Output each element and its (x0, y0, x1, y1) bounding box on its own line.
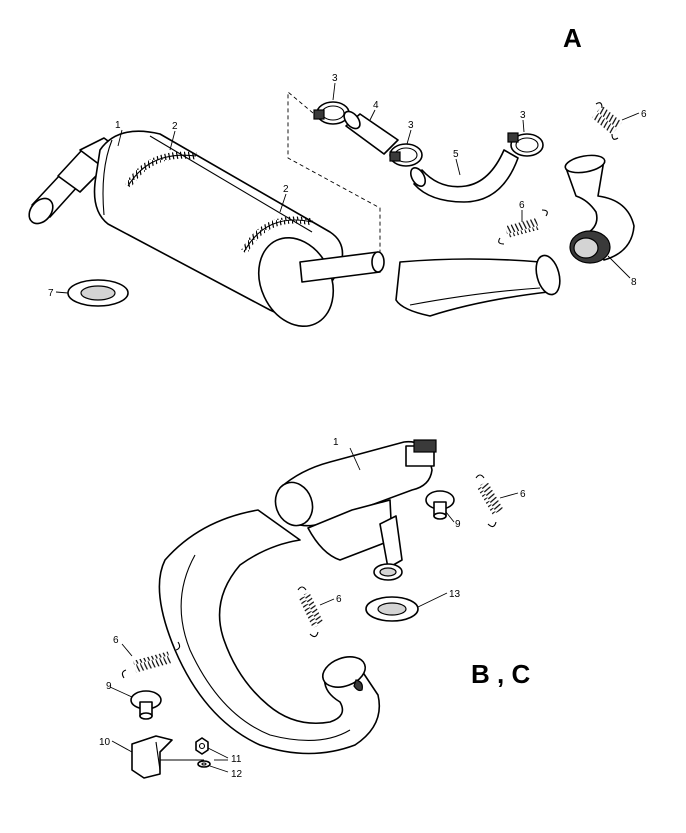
callout-a-1: 1 (115, 120, 121, 131)
bumper-9-left (130, 690, 162, 720)
assembly-guide-line (287, 91, 381, 252)
section-bc: B , C (99, 437, 530, 780)
grommet-7 (67, 279, 129, 307)
section-a: A (28, 23, 647, 328)
callout-bc-1: 1 (333, 437, 339, 448)
callout-a-3-mid: 3 (408, 120, 414, 131)
bracket-10 (131, 735, 173, 779)
callout-a-2-left: 2 (172, 121, 178, 132)
callout-a-3-right: 3 (520, 110, 526, 121)
callout-bc-9-left: 9 (106, 681, 112, 692)
callout-bc-6-upper: 6 (520, 489, 526, 500)
section-label-bc: B , C (471, 659, 530, 689)
callout-a-4: 4 (373, 100, 379, 111)
hose-clamp-top (313, 101, 350, 125)
callout-bc-6-left: 6 (113, 635, 119, 646)
hose-clamp-middle (389, 143, 423, 167)
callout-a-5: 5 (453, 149, 459, 160)
spring-6-mid (498, 209, 548, 245)
hose-clamp-right (507, 132, 544, 157)
spring-6-upper-bc (475, 474, 504, 528)
callout-bc-9-right: 9 (455, 519, 461, 530)
sleeve-4 (343, 110, 399, 155)
callout-bc-6-middle: 6 (336, 594, 342, 605)
spring-6-left-bc (121, 641, 181, 679)
muffler-bc (274, 439, 437, 581)
callout-bc-10: 10 (99, 737, 111, 748)
spring-2-left (125, 151, 197, 188)
callout-a-7: 7 (48, 288, 54, 299)
bumper-9-right (425, 490, 455, 520)
muffler-outlet-stub (299, 251, 385, 283)
callout-a-3-top: 3 (332, 73, 338, 84)
leaders-bc (109, 447, 519, 773)
tailpipe-a (395, 254, 561, 317)
hose-5 (409, 149, 519, 203)
callout-a-2-right: 2 (283, 184, 289, 195)
elbow-8 (564, 154, 635, 264)
callout-bc-13: 13 (449, 589, 461, 600)
muffler-a (93, 130, 344, 328)
spring-6-far (591, 102, 623, 140)
tuned-pipe (158, 509, 380, 755)
grommet-13 (365, 596, 419, 622)
nut-11 (195, 737, 209, 755)
callout-a-8: 8 (631, 277, 637, 288)
washer-12 (197, 760, 211, 768)
section-label-a: A (563, 23, 582, 53)
spring-6-middle-bc (297, 586, 324, 638)
callout-a-6-mid: 6 (519, 200, 525, 211)
callout-bc-11: 11 (231, 754, 242, 765)
spring-2-right (240, 216, 313, 254)
leaders-a (55, 82, 640, 294)
callout-a-6-far: 6 (641, 109, 647, 120)
callout-bc-12: 12 (231, 769, 243, 780)
